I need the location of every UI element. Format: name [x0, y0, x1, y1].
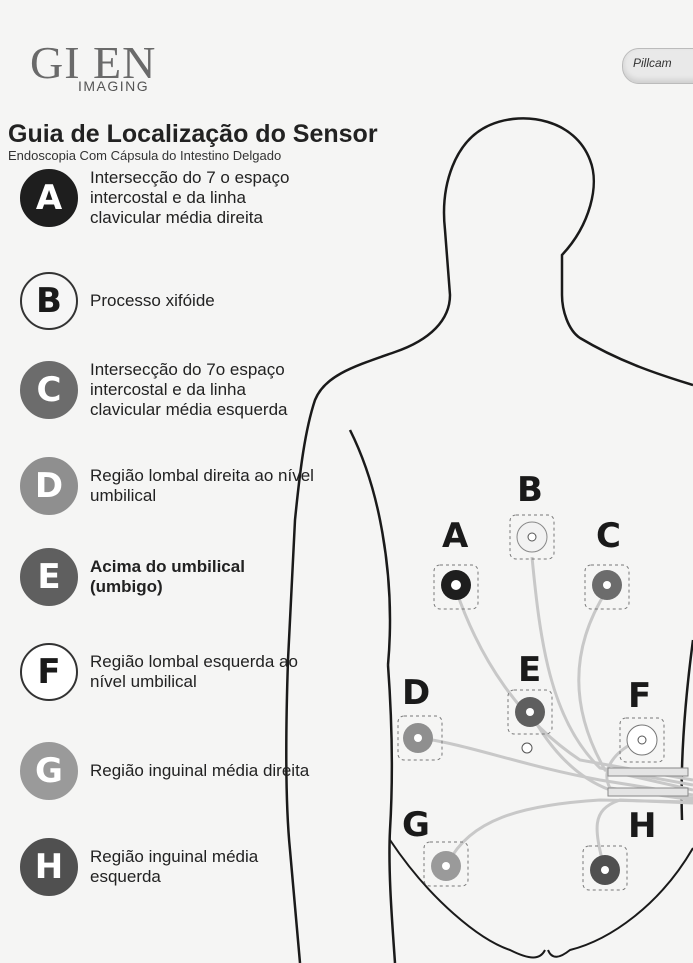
- legend-text-f: Região lombal esquerda ao nível umbilica…: [90, 652, 298, 691]
- legend-item-h: H Região inguinal média esquerda: [20, 838, 320, 896]
- marker-c: C: [596, 516, 621, 556]
- legend-item-g: G Região inguinal média direita: [20, 742, 320, 800]
- legend-text-c: Intersecção do 7o espaço intercostal e d…: [90, 360, 288, 419]
- marker-a: A: [442, 516, 469, 556]
- legend-badge-a: A: [20, 169, 78, 227]
- legend-badge-b: B: [20, 272, 78, 330]
- body-outline: [285, 117, 693, 963]
- legend-badge-e: E: [20, 548, 78, 606]
- brand-logo: GI EN IMAGING: [30, 37, 157, 95]
- legend-item-d: D Região lombal direita ao nível umbilica…: [20, 457, 320, 515]
- sensor-a: [433, 564, 479, 610]
- sensor-b: [509, 514, 555, 560]
- legend-text-e: Acima do umbilical (umbigo): [90, 557, 245, 596]
- capsule-image: Pillcam: [622, 48, 693, 84]
- marker-b: B: [517, 470, 543, 510]
- legend-item-b: B Processo xifóide: [20, 272, 320, 330]
- legend-badge-c: C: [20, 361, 78, 419]
- marker-f: F: [628, 676, 652, 716]
- right-arm-inner: [348, 429, 392, 666]
- sensor-d: [397, 715, 443, 761]
- hip-line: [389, 839, 546, 959]
- hip-line-left: [547, 847, 693, 958]
- sensor-f: [619, 717, 665, 763]
- logo-wordmark: GI EN: [30, 37, 157, 88]
- legend-text-h: Região inguinal média esquerda: [90, 847, 259, 886]
- legend-item-f: F Região lombal esquerda ao nível umbilic…: [20, 643, 320, 701]
- legend-item-e: E Acima do umbilical (umbigo): [20, 548, 320, 606]
- legend-badge-d: D: [20, 457, 78, 515]
- waist-outline: [386, 664, 397, 963]
- legend-badge-h: H: [20, 838, 78, 896]
- page-title: Guia de Localização do Sensor: [8, 120, 378, 148]
- sensor-c: [584, 564, 630, 610]
- capsule-label: Pillcam: [633, 56, 672, 70]
- sensor-g: [423, 841, 469, 887]
- legend-text-d: Região lombal direita ao nível umbilical: [90, 466, 314, 505]
- legend-badge-g: G: [20, 742, 78, 800]
- sensor-h: [582, 845, 628, 891]
- legend-badge-f: F: [20, 643, 78, 701]
- marker-e: E: [518, 650, 542, 690]
- legend-text-b: Processo xifóide: [90, 291, 215, 310]
- page-subtitle: Endoscopia Com Cápsula do Intestino Delg…: [8, 148, 282, 163]
- marker-d: D: [402, 673, 431, 713]
- logo-subtitle: IMAGING: [78, 78, 150, 94]
- legend-text-g: Região inguinal média direita: [90, 761, 310, 780]
- marker-h: H: [628, 806, 657, 846]
- marker-g: G: [402, 805, 430, 845]
- legend-text-a: Intersecção do 7 o espaço intercostal e …: [90, 168, 290, 227]
- sensor-e: [507, 689, 553, 754]
